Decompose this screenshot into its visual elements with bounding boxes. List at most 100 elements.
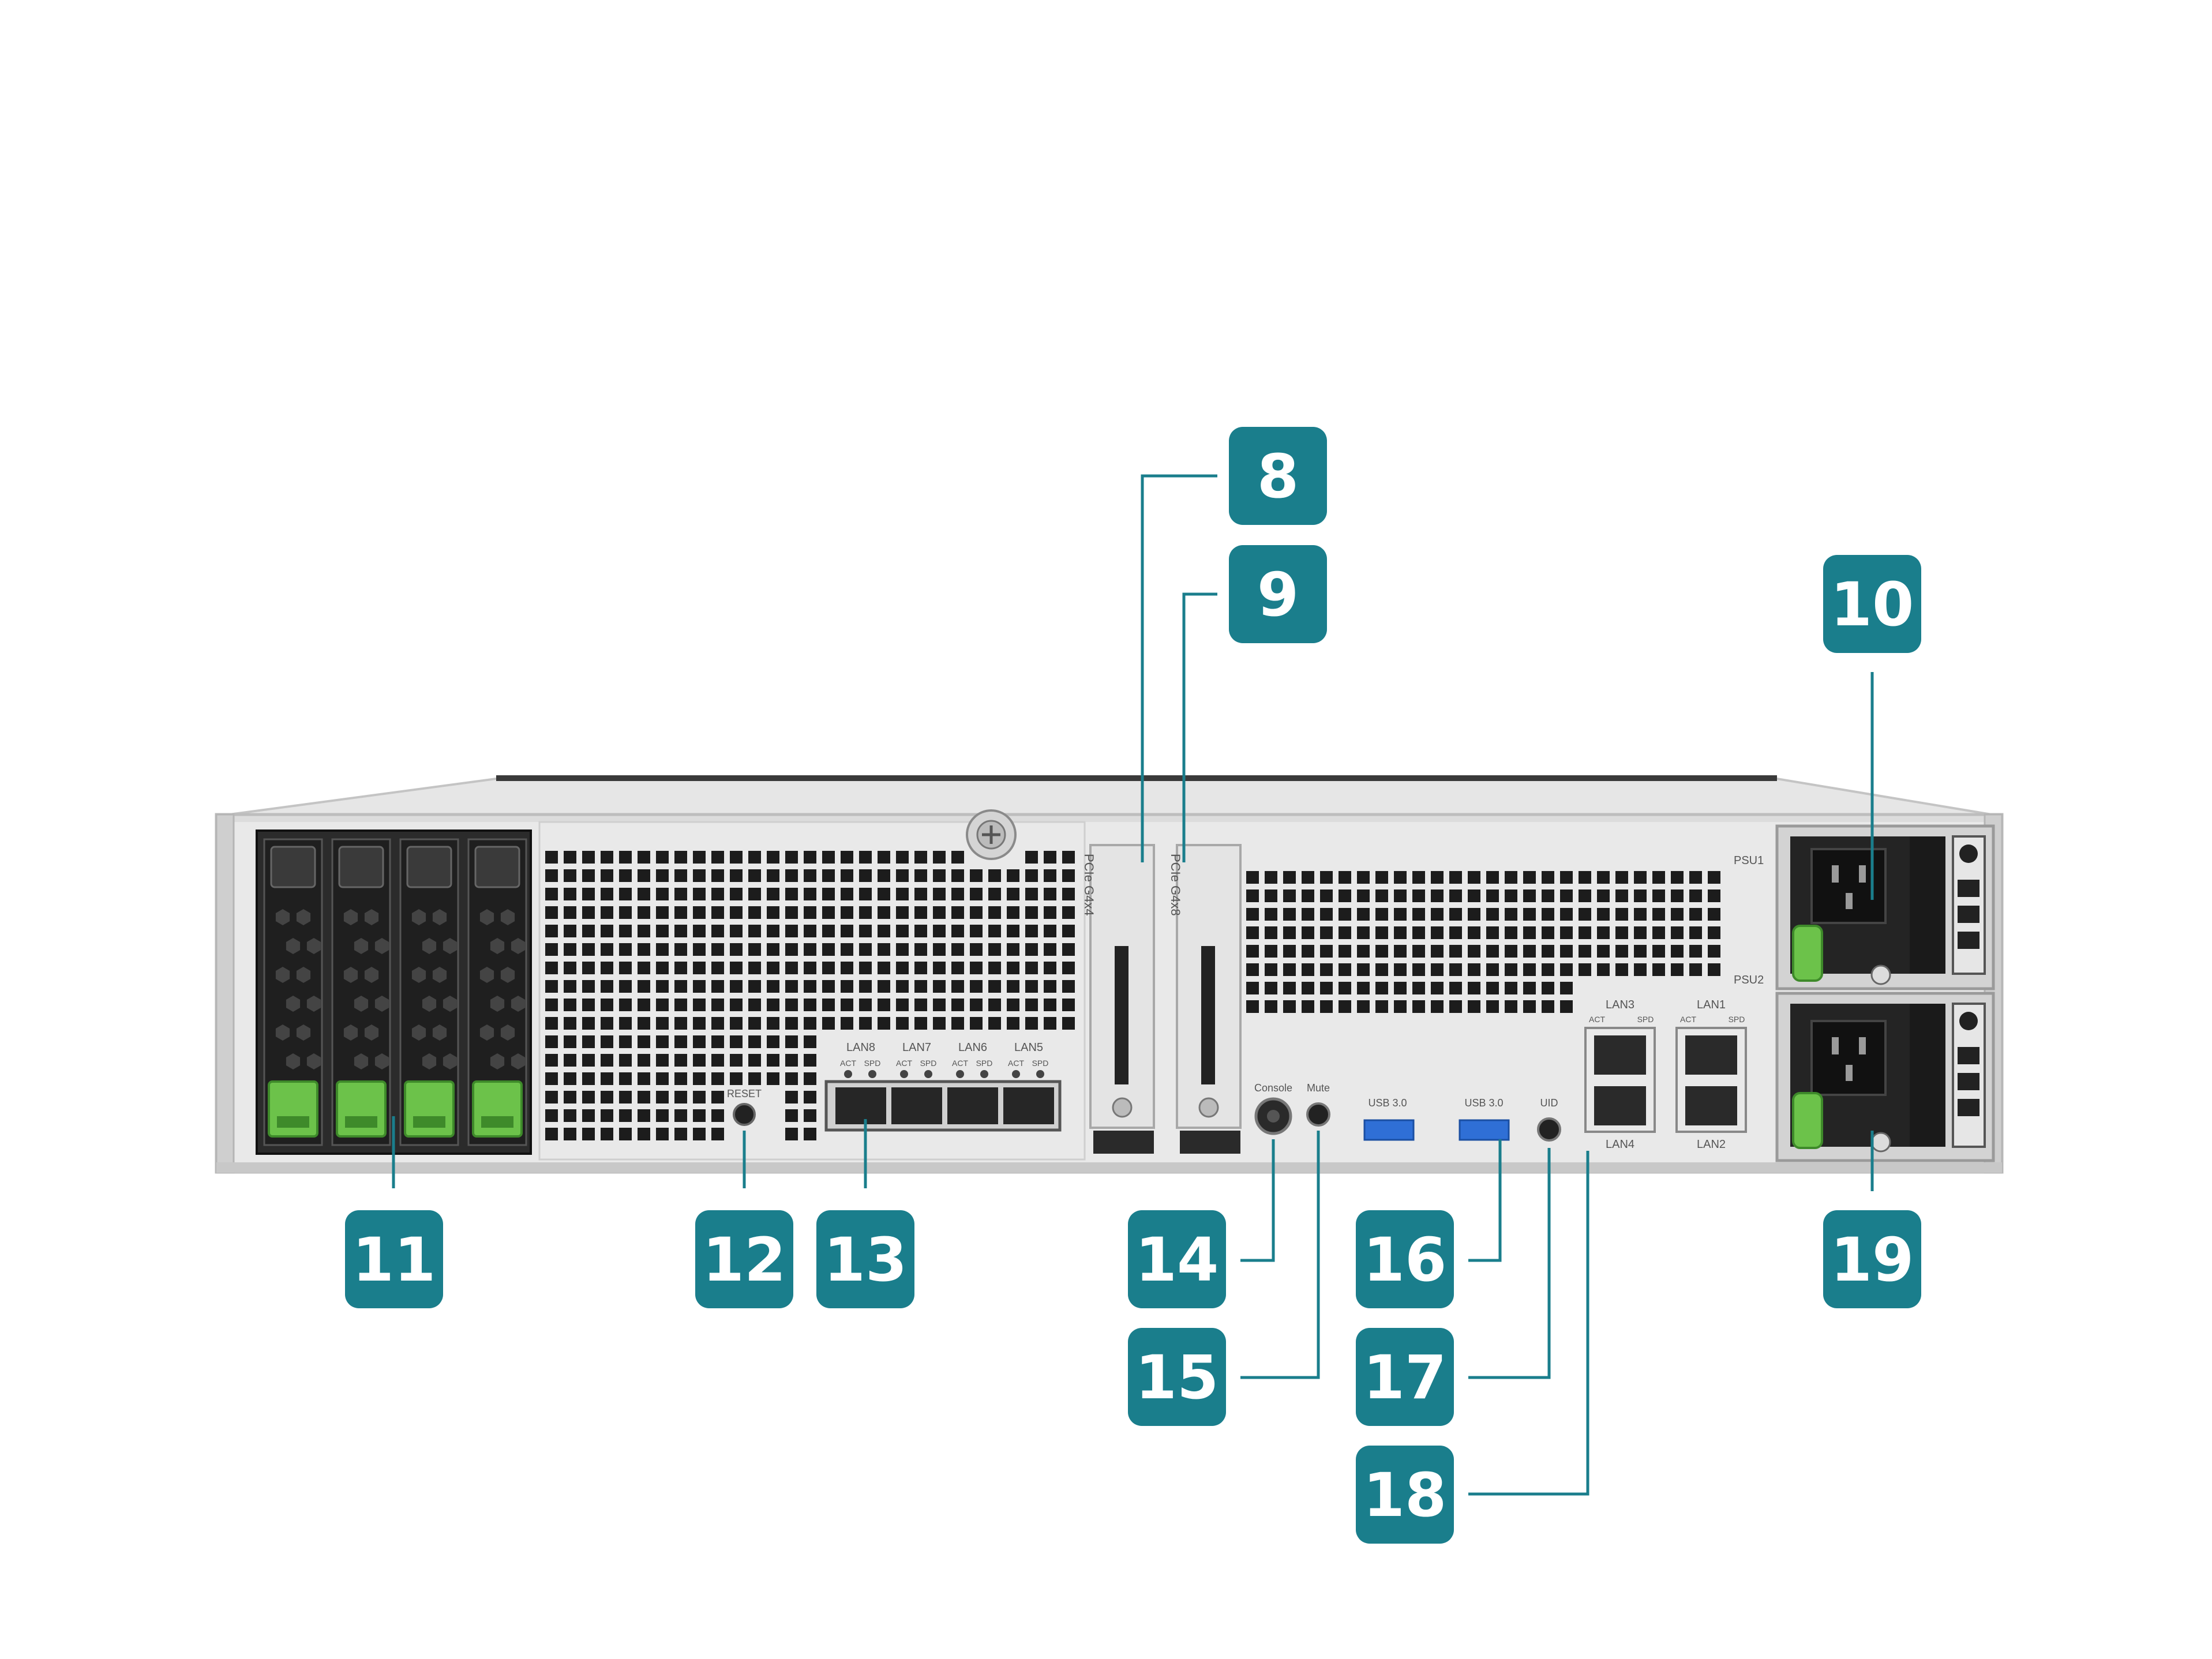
psu-2[interactable] [1775,992,1995,1162]
vent-hole [785,999,798,1011]
lan5-spd-label: SPD [1032,1059,1049,1068]
rj45-port-lan3[interactable] [1594,1035,1646,1075]
vent-hole [601,1035,613,1048]
lan3-spd-label: SPD [1637,1015,1654,1024]
vent-hole [1486,982,1499,994]
psu-1-release-latch[interactable] [1792,925,1823,982]
drive-tray-vent [500,967,515,983]
vent-hole [1652,926,1665,939]
vent-hole [619,943,632,956]
vent-hole [693,1017,706,1030]
vent-hole [1339,926,1351,939]
vent-hole [896,943,909,956]
vent-hole [730,1072,743,1085]
vent-hole [767,1054,779,1067]
vent-hole [601,962,613,974]
vent-hole [711,869,724,882]
vent-hole [619,869,632,882]
drive-tray-vent [490,996,505,1012]
vent-hole [748,962,761,974]
vent-hole [619,1035,632,1048]
mute-button[interactable]: Mute [1306,1082,1330,1127]
drive-tray-vent [443,938,458,954]
sfp-port-lan5[interactable] [1003,1087,1054,1124]
drive-tray-vent [374,938,389,954]
vent-hole [1560,982,1573,994]
vent-hole [1449,889,1462,902]
vent-hole [1375,945,1388,958]
vent-hole [1708,908,1720,921]
vent-hole [804,869,816,882]
vent-hole [970,925,983,937]
vent-hole [638,1054,650,1067]
vent-hole [785,925,798,937]
vent-hole [1431,963,1444,976]
vent-hole [804,962,816,974]
vent-hole [878,943,890,956]
vent-hole [1542,963,1554,976]
vent-hole [674,869,687,882]
rj45-port-lan1[interactable] [1685,1035,1737,1075]
psu-1[interactable] [1775,824,1995,990]
vent-hole [1062,906,1075,919]
vent-hole [1375,963,1388,976]
vent-hole [1044,925,1056,937]
vent-hole [638,869,650,882]
psu-2-power-socket[interactable] [1810,1020,1887,1096]
vent-hole [693,1128,706,1140]
lan8-label: LAN8 [846,1041,875,1054]
vent-hole [1431,982,1444,994]
drive-tray[interactable] [467,838,527,1146]
left-vent-frame [538,821,1086,1161]
pcie-slot-2[interactable]: PCIe G4x8 [1168,844,1242,1129]
psu2-label: PSU2 [1734,974,1764,986]
rj45-port-lan2[interactable] [1685,1086,1737,1125]
drive-tray[interactable] [399,838,459,1146]
pcie-slot-2-screw [1198,1097,1219,1118]
drive-tray-vent [343,967,358,983]
lan1-label: LAN1 [1697,999,1726,1011]
drive-tray-release-latch[interactable] [472,1080,523,1138]
vent-hole [693,999,706,1011]
vent-hole [1468,963,1480,976]
vent-hole [1505,945,1517,958]
console-port[interactable]: Console [1254,1082,1292,1135]
lan7-act-label: ACT [896,1059,912,1068]
sfp-port-lan7[interactable] [891,1087,942,1124]
psu-2-handle[interactable] [1910,1004,1945,1147]
vent-hole [1597,945,1610,958]
drive-tray-vent [422,1053,437,1069]
vent-hole [1062,869,1075,882]
psu-1-power-socket[interactable] [1810,848,1887,924]
vent-hole [730,980,743,993]
usb-port-1[interactable] [1363,1119,1415,1141]
psu-2-release-latch[interactable] [1792,1092,1823,1149]
vent-hole [785,906,798,919]
vent-hole [1542,889,1554,902]
drive-tray[interactable] [263,838,323,1146]
drive-tray-release-latch[interactable] [336,1080,387,1138]
vent-hole [711,999,724,1011]
sfp-port-lan6[interactable] [947,1087,998,1124]
vent-hole [674,1072,687,1085]
lan-ports[interactable]: LAN3 LAN1 LAN4 LAN2 ACT SPD ACT SPD [1584,999,1747,1151]
vent-hole [1025,943,1038,956]
uid-button[interactable]: UID [1537,1097,1561,1142]
usb-port-2[interactable] [1459,1119,1510,1141]
vent-hole [1542,871,1554,884]
drive-tray-release-latch[interactable] [404,1080,455,1138]
lan7-label: LAN7 [902,1041,931,1054]
sfp-port-lan8[interactable] [835,1087,886,1124]
drive-tray-vent [364,909,379,925]
vent-hole [785,1035,798,1048]
usb-ports[interactable]: USB 3.0 USB 3.0 [1363,1097,1510,1141]
vent-hole [656,1109,669,1122]
rj45-port-lan4[interactable] [1594,1086,1646,1125]
pcie-slot-1[interactable]: PCIe G4x4 [1082,844,1155,1129]
vent-hole [1579,908,1591,921]
psu-1-handle[interactable] [1910,836,1945,974]
drive-tray-release-latch[interactable] [268,1080,318,1138]
reset-button[interactable]: RESET [727,1088,762,1126]
vent-hole [619,1091,632,1104]
drive-tray[interactable] [331,838,391,1146]
